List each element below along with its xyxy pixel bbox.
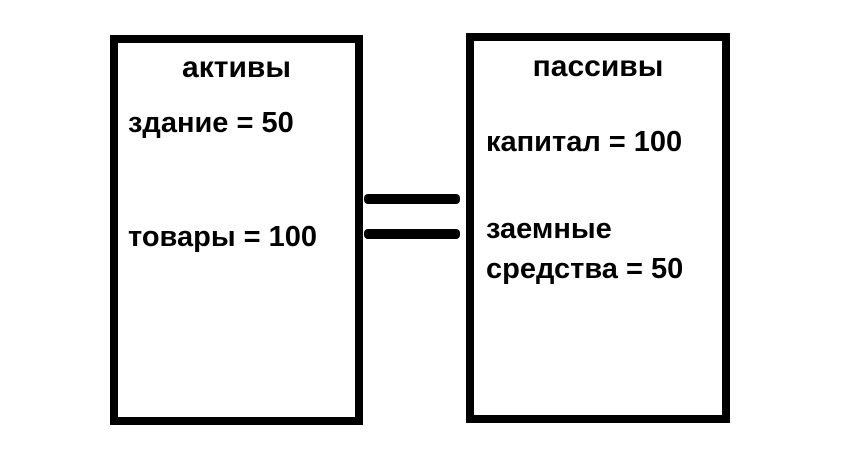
asset-item-goods: товары = 100 — [128, 221, 318, 253]
assets-box: активы здание = 50 товары = 100 — [110, 35, 363, 425]
liability-item-borrowed-funds: заемные средства = 50 — [486, 213, 684, 285]
equals-sign-icon — [364, 194, 460, 239]
assets-box-title: активы — [182, 51, 291, 84]
equals-bottom-bar — [364, 229, 460, 239]
asset-item-building: здание = 50 — [128, 107, 294, 139]
liabilities-box: пассивы капитал = 100 заемные средства =… — [466, 33, 730, 423]
equals-top-bar — [364, 194, 460, 204]
liabilities-box-title: пассивы — [532, 50, 664, 83]
liability-item-capital: капитал = 100 — [486, 126, 683, 158]
